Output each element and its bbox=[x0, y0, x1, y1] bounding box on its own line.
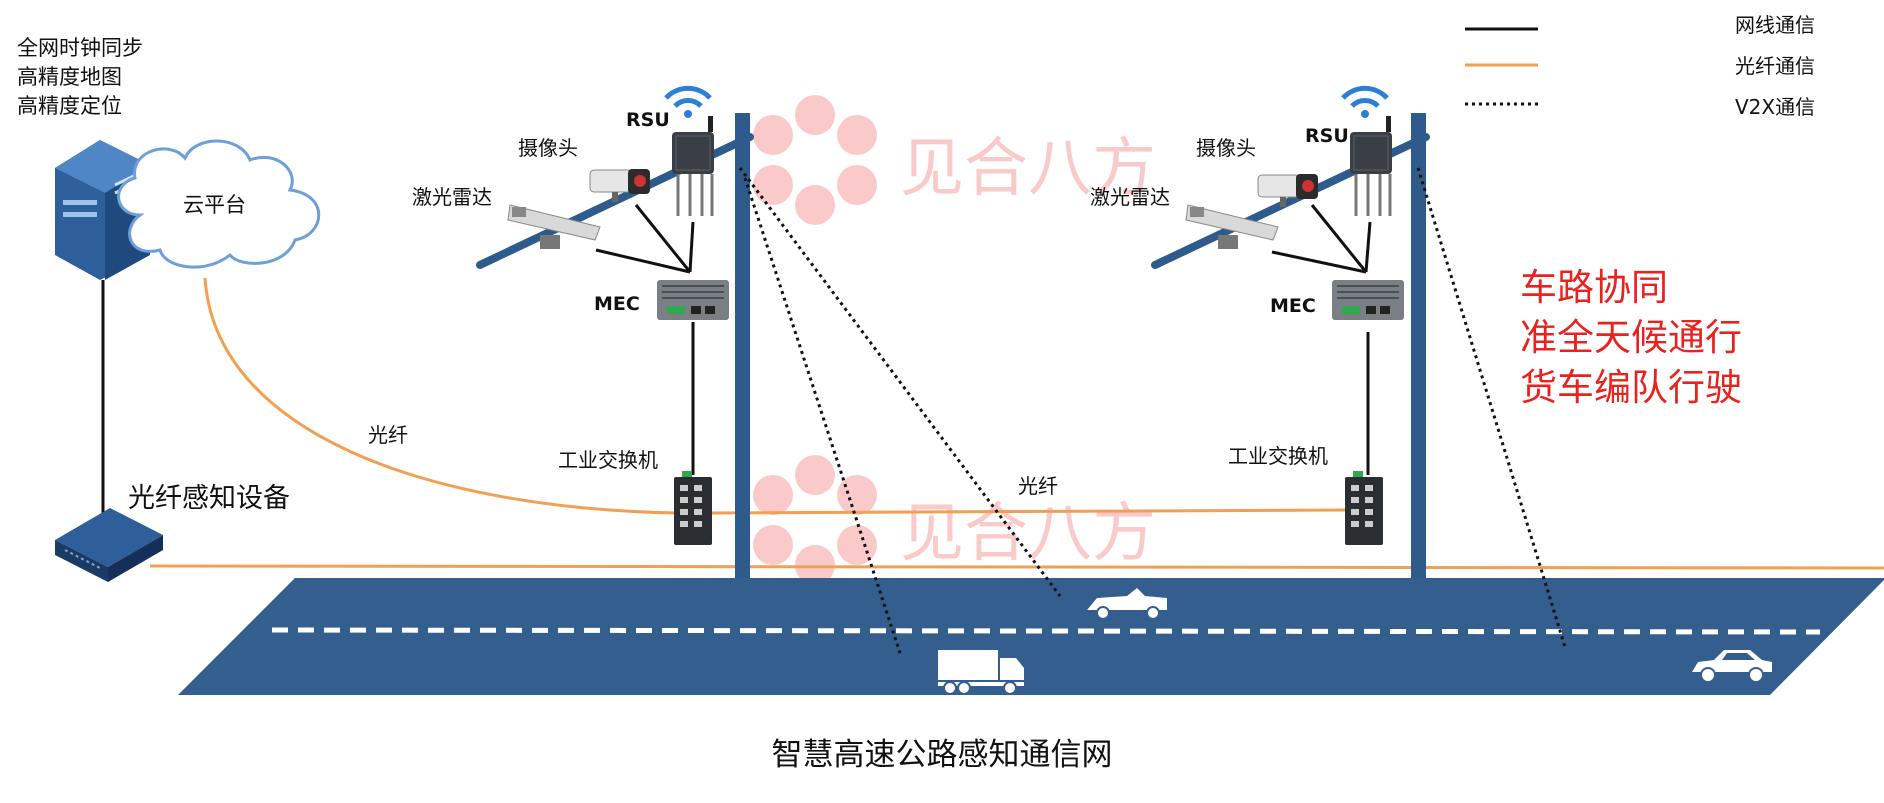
fiber-label-middle: 光纤 bbox=[1018, 474, 1058, 498]
sedan-car-icon bbox=[1692, 650, 1772, 683]
v2x-links bbox=[738, 167, 1567, 654]
fiber-sensing-device-icon bbox=[55, 508, 163, 582]
rsu-label-left: RSU bbox=[626, 109, 670, 131]
rsu-label-right: RSU bbox=[1305, 125, 1349, 147]
ethernet-line bbox=[634, 204, 692, 273]
cloud-info-line: 高精度地图 bbox=[17, 65, 122, 89]
pole-left-mast bbox=[735, 113, 750, 578]
mec-label-right: MEC bbox=[1270, 295, 1316, 317]
ethernet-line bbox=[1310, 204, 1368, 273]
watermark-text-bottom: 见合八方 bbox=[900, 497, 1156, 571]
wifi-icon bbox=[664, 85, 712, 118]
cloud-info-line: 高精度定位 bbox=[17, 94, 122, 118]
legend-label-ethernet: 网线通信 bbox=[1735, 13, 1815, 37]
rsu-device-right bbox=[1350, 116, 1392, 216]
switch-label-left: 工业交换机 bbox=[558, 448, 658, 472]
highway-road bbox=[178, 578, 1884, 695]
legend-label-fiber: 光纤通信 bbox=[1735, 54, 1815, 78]
cloud-info-list: 全网时钟同步 高精度地图 高精度定位 bbox=[17, 36, 143, 118]
convertible-car-icon bbox=[1087, 588, 1167, 620]
cloud-platform-label: 云平台 bbox=[183, 193, 246, 217]
camera-label-left: 摄像头 bbox=[518, 136, 578, 160]
fiber-label-left: 光纤 bbox=[368, 423, 408, 447]
camera-label-right: 摄像头 bbox=[1196, 136, 1256, 160]
watermark-top: 见合八方 bbox=[753, 95, 1156, 225]
cloud-server-icon bbox=[55, 140, 150, 280]
ethernet-line bbox=[1364, 221, 1372, 273]
cloud-platform-icon bbox=[117, 139, 321, 269]
lidar-icon-right bbox=[1185, 204, 1279, 249]
fiber-sensing-device-label: 光纤感知设备 bbox=[128, 483, 290, 514]
mec-device-right bbox=[1332, 280, 1404, 320]
legend-label-v2x: V2X通信 bbox=[1735, 95, 1815, 119]
pole-left: RSU 摄像头 激光雷达 MEC bbox=[412, 85, 754, 578]
legend: 网线通信 光纤通信 V2X通信 bbox=[1465, 13, 1815, 119]
ethernet-line bbox=[688, 221, 695, 273]
fiber-line-middle bbox=[711, 508, 1346, 515]
industrial-switch-right bbox=[1345, 471, 1383, 545]
mec-label-left: MEC bbox=[594, 293, 640, 315]
v2x-link bbox=[738, 167, 1062, 597]
lidar-icon-left bbox=[507, 204, 601, 249]
lidar-label-left: 激光雷达 bbox=[412, 185, 492, 209]
highlight-line: 准全天候通行 bbox=[1520, 316, 1742, 359]
camera-icon-left bbox=[589, 169, 650, 202]
highlight-line: 车路协同 bbox=[1520, 266, 1668, 309]
rsu-device-left bbox=[672, 116, 714, 216]
switch-label-right: 工业交换机 bbox=[1228, 444, 1328, 468]
ethernet-line bbox=[1271, 250, 1367, 274]
highlight-line: 货车编队行驶 bbox=[1520, 366, 1742, 409]
watermark-text-top: 见合八方 bbox=[900, 132, 1156, 206]
pole-right: RSU 摄像头 激光雷达 MEC bbox=[1090, 85, 1430, 578]
camera-icon-right bbox=[1257, 174, 1318, 207]
diagram-caption: 智慧高速公路感知通信网 bbox=[772, 737, 1113, 773]
cloud-info-line: 全网时钟同步 bbox=[17, 36, 143, 60]
industrial-switch-left bbox=[674, 471, 712, 545]
feature-highlights: 车路协同 准全天候通行 货车编队行驶 bbox=[1520, 266, 1742, 409]
mec-device-left bbox=[657, 280, 729, 320]
lidar-label-right: 激光雷达 bbox=[1090, 185, 1170, 209]
ethernet-line bbox=[595, 248, 691, 274]
pole-right-mast bbox=[1411, 113, 1426, 578]
watermark-bottom: 见合八方 bbox=[753, 455, 1156, 585]
fiber-line-bottom bbox=[149, 564, 1884, 570]
fiber-line-cloud bbox=[203, 277, 677, 515]
truck-icon bbox=[938, 650, 1024, 695]
wifi-icon bbox=[1341, 85, 1389, 118]
